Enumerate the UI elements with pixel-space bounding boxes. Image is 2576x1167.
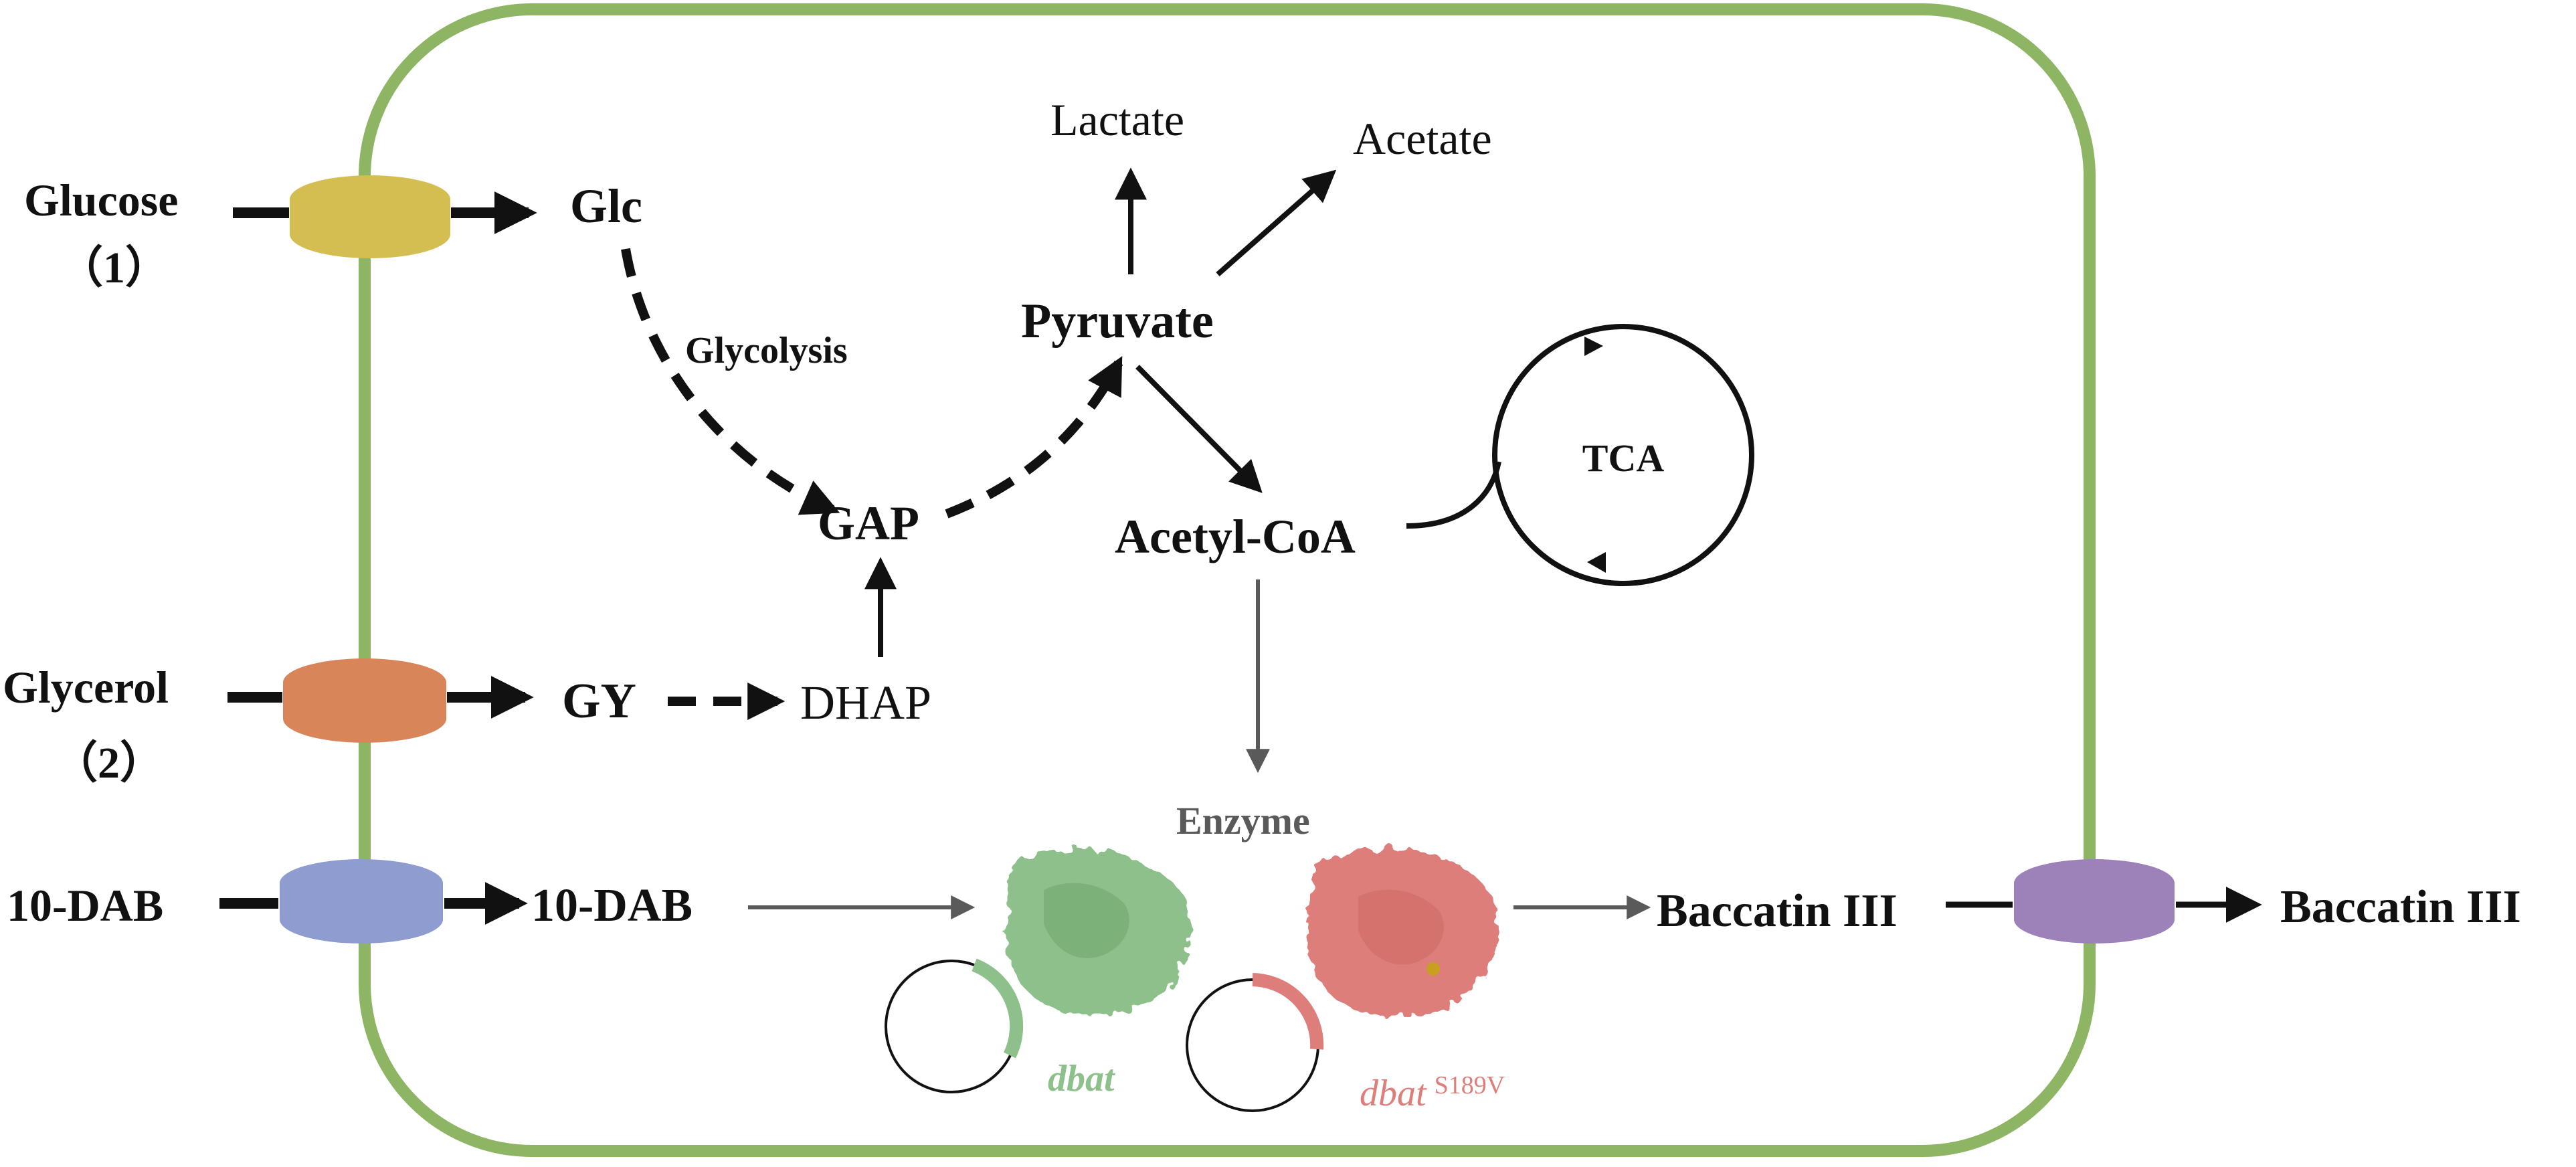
gap-label: GAP [818, 497, 919, 550]
plasmid-dbat-mutant [1186, 973, 1324, 1112]
tca-label: TCA [1582, 436, 1665, 480]
dashed-arrows [621, 248, 1123, 720]
transporter-glucose [290, 175, 450, 258]
plasmid-dbat [885, 958, 1024, 1093]
dbat-label: dbat [1048, 1058, 1115, 1099]
pyruvate-label: Pyruvate [1021, 294, 1214, 349]
baccatin-outside-label: Baccatin III [2280, 881, 2521, 933]
grey-arrows [748, 579, 1651, 919]
glc-label: Glc [570, 179, 642, 233]
transporter-glycerol [283, 658, 446, 743]
dab-outside-label: 10-DAB [7, 880, 163, 931]
cell-membrane [359, 3, 2096, 1157]
dhap-label: DHAP [800, 676, 931, 729]
solid-arrows [864, 167, 1501, 657]
glycolysis-label: Glycolysis [685, 330, 848, 371]
entry-arrows [219, 191, 2262, 925]
acetyl-coa-label: Acetyl-CoA [1115, 510, 1356, 563]
gy-label: GY [562, 674, 636, 729]
dab-inside-label: 10-DAB [531, 880, 693, 931]
transporter-10dab [280, 859, 443, 944]
enzyme-wild-type [1006, 848, 1191, 1014]
pyruvate-acetate-arrow [1216, 169, 1337, 276]
dbat-mutant-superscript: S189V [1435, 1071, 1505, 1099]
glycolysis-arrow [621, 248, 840, 515]
glucose-number-label: （1） [59, 243, 169, 292]
baccatin-inside-label: Baccatin III [1657, 885, 1898, 937]
dbat-mutant-gene: dbat [1360, 1073, 1427, 1114]
transporter-baccatin [2014, 859, 2175, 944]
acetate-label: Acetate [1353, 113, 1492, 164]
glucose-label: Glucose [24, 175, 178, 226]
acetylcoa-tca-link [1406, 461, 1501, 529]
glycerol-number-label: （2） [54, 738, 164, 788]
gap-pyruvate-arrow [945, 356, 1123, 519]
dbat-mutant-label: dbat S189V [1360, 1071, 1505, 1114]
pyruvate-acetylcoa-arrow [1135, 365, 1263, 493]
glycerol-label: Glycerol [3, 662, 169, 713]
tca-cycle [1492, 324, 1754, 586]
lactate-label: Lactate [1050, 94, 1184, 145]
enzyme-mutant [1307, 848, 1499, 1016]
enzyme-label: Enzyme [1176, 799, 1310, 842]
